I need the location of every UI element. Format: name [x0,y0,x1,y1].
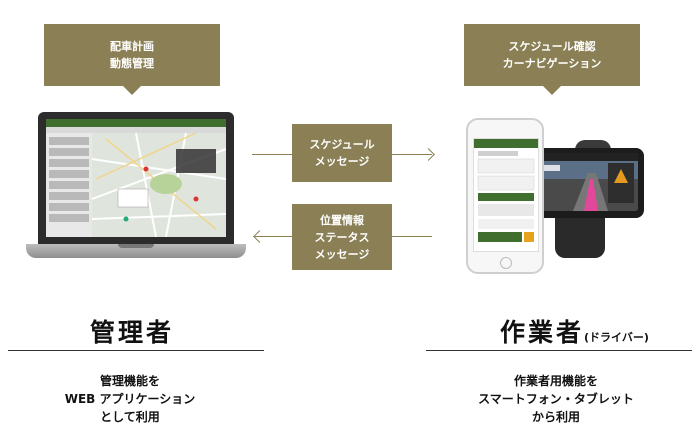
admin-description: 管理機能を WEB アプリケーション として利用 [40,372,220,426]
driver-callout-line1: スケジュール確認 [508,40,596,53]
status-message-line2: ステータス [314,230,370,244]
driver-callout-line2: カーナビゲーション [502,57,602,70]
nav-body [532,148,644,218]
driver-role-title-main: 作業者 [500,318,585,347]
driver-role-title: 作業者(ドライバー) [500,313,649,349]
laptop-display [46,119,226,237]
arrow-right-icon [422,148,435,161]
phone-screen [473,138,539,252]
nav-mount [555,218,605,258]
driver-description: 作業者用機能を スマートフォン・タブレット から利用 [456,372,656,426]
smartphone-icon [466,118,544,274]
schedule-message-line2: メッセージ [314,155,370,168]
driver-callout: スケジュール確認 カーナビゲーション [464,24,640,95]
laptop-screen [38,112,234,244]
arrow-left-icon [253,230,266,243]
schedule-message-box: スケジュール メッセージ [292,124,392,182]
arrow-to-driver-right-line [392,154,432,155]
nav-screen [538,153,638,211]
driver-description-line3: から利用 [531,410,580,424]
admin-description-line3: として利用 [100,410,160,424]
driver-role-subtitle: (ドライバー) [584,331,649,344]
phone-home-button [500,257,512,269]
driver-description-line1: 作業者用機能を [513,374,598,388]
status-message-line1: 位置情報 [320,213,364,227]
arrow-to-admin-left-line [254,236,292,237]
driver-description-line2: スマートフォン・タブレット [478,392,634,406]
admin-description-line1: 管理機能を [99,374,160,388]
admin-role-title: 管理者 [90,318,175,347]
status-message-line3: メッセージ [314,247,370,261]
admin-callout-line1: 配車計画 [110,40,154,53]
admin-divider [8,350,264,351]
laptop-notch [118,244,154,248]
admin-callout: 配車計画 動態管理 [44,24,220,95]
arrow-to-admin-right-line [392,236,432,237]
status-message-box: 位置情報 ステータス メッセージ [292,204,392,270]
web-app-map-illustration [46,119,226,237]
laptop-base [26,244,246,258]
admin-callout-line2: 動態管理 [110,57,154,70]
driver-divider [426,350,692,351]
phone-app-illustration [474,139,538,242]
arrow-to-driver-left-line [252,154,292,155]
schedule-message-line1: スケジュール [309,138,375,151]
nav-road-illustration [538,153,638,211]
admin-description-line2: WEB アプリケーション [64,392,196,406]
